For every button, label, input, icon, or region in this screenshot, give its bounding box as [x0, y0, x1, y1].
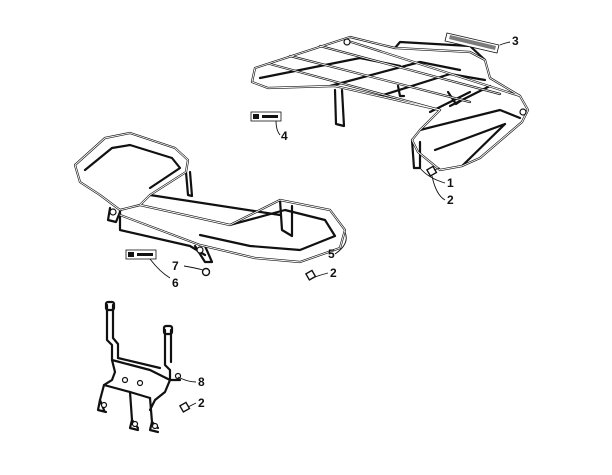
- mounting-bracket: [96, 300, 182, 434]
- bolt-item-2-bracket: [178, 401, 191, 413]
- rear-rack: [250, 35, 530, 172]
- callout-6: 6: [172, 276, 179, 290]
- callout-7: 7: [172, 259, 179, 273]
- callout-5: 5: [328, 247, 335, 261]
- front-rack: [73, 131, 347, 264]
- decal-item-6: [125, 249, 157, 260]
- bolt-item-2-rear: [425, 165, 441, 177]
- callout-4: 4: [281, 129, 288, 143]
- callout-2-front: 2: [330, 266, 337, 280]
- callout-2-bracket: 2: [198, 396, 205, 410]
- bolt-item-2-front: [304, 269, 317, 281]
- callout-2-rear: 2: [447, 193, 454, 207]
- callout-8: 8: [198, 375, 205, 389]
- nut-item-7: [201, 267, 211, 277]
- leader-lines: [149, 41, 511, 408]
- decal-item-4: [250, 111, 282, 122]
- callout-1: 1: [447, 176, 454, 190]
- decal-item-3: [444, 32, 500, 54]
- callout-3: 3: [512, 34, 519, 48]
